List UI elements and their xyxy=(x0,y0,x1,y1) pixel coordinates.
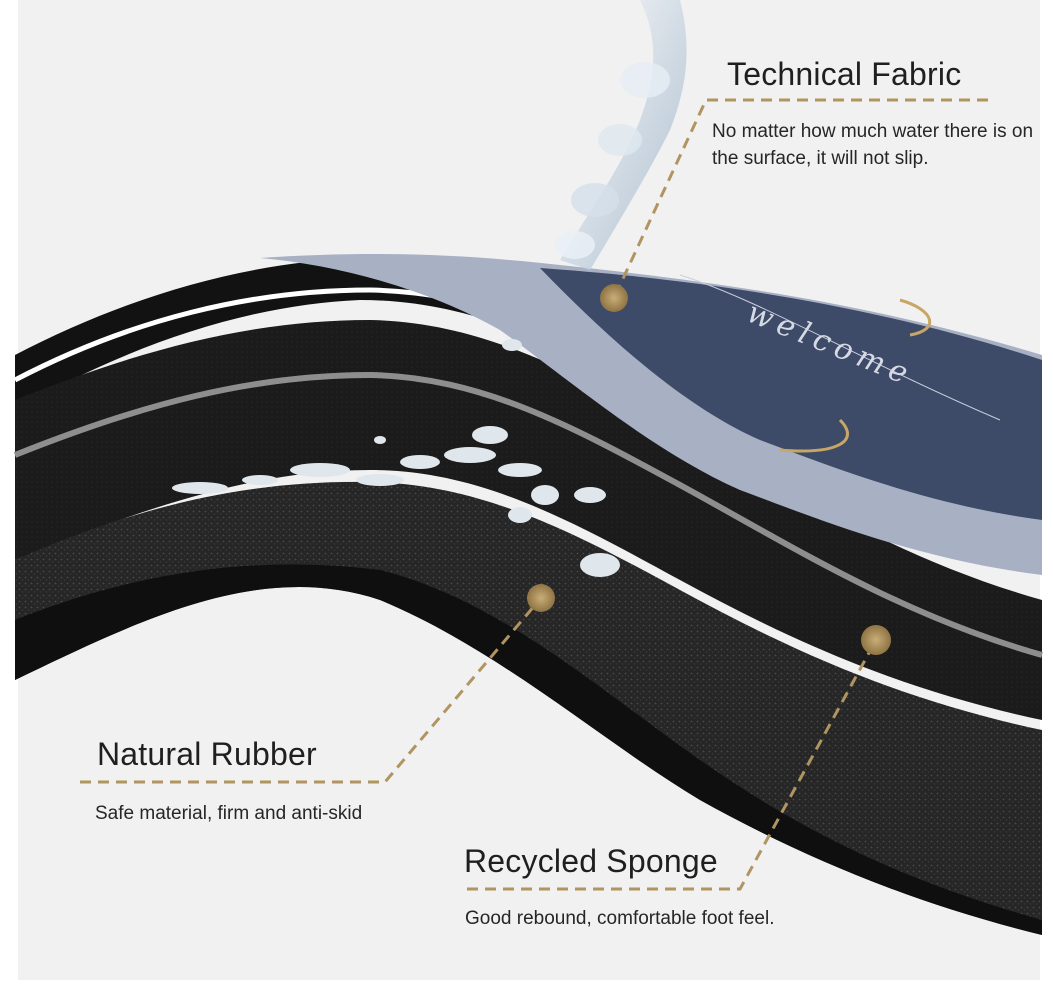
rubber-edge-strip xyxy=(13,371,1043,658)
technical-fabric-layer xyxy=(540,268,1042,520)
marker-technical-fabric xyxy=(600,284,628,312)
natural-rubber-layer xyxy=(15,320,1042,720)
natural-rubber-title: Natural Rubber xyxy=(97,736,317,772)
technical-fabric-title: Technical Fabric xyxy=(727,56,962,92)
water-stream xyxy=(555,0,687,270)
technical-fabric-description: No matter how much water there is on the… xyxy=(712,121,1034,169)
fabric-print-line xyxy=(679,274,1001,421)
marker-recycled-sponge xyxy=(861,625,891,655)
natural-rubber-description: Safe material, firm and anti-skid xyxy=(95,803,363,824)
mat-base-shadow xyxy=(15,564,1042,935)
fabric-gold-arc-bottom xyxy=(779,418,849,453)
fabric-gold-arc-top xyxy=(899,298,932,337)
leader-lines xyxy=(80,98,988,891)
leader-technical-fabric xyxy=(612,98,988,299)
recycled-sponge-description: Good rebound, comfortable foot feel. xyxy=(465,908,775,929)
marker-natural-rubber xyxy=(527,584,555,612)
leader-recycled-sponge xyxy=(467,639,878,891)
recycled-sponge-title: Recycled Sponge xyxy=(464,843,718,879)
water-splash xyxy=(172,339,620,577)
